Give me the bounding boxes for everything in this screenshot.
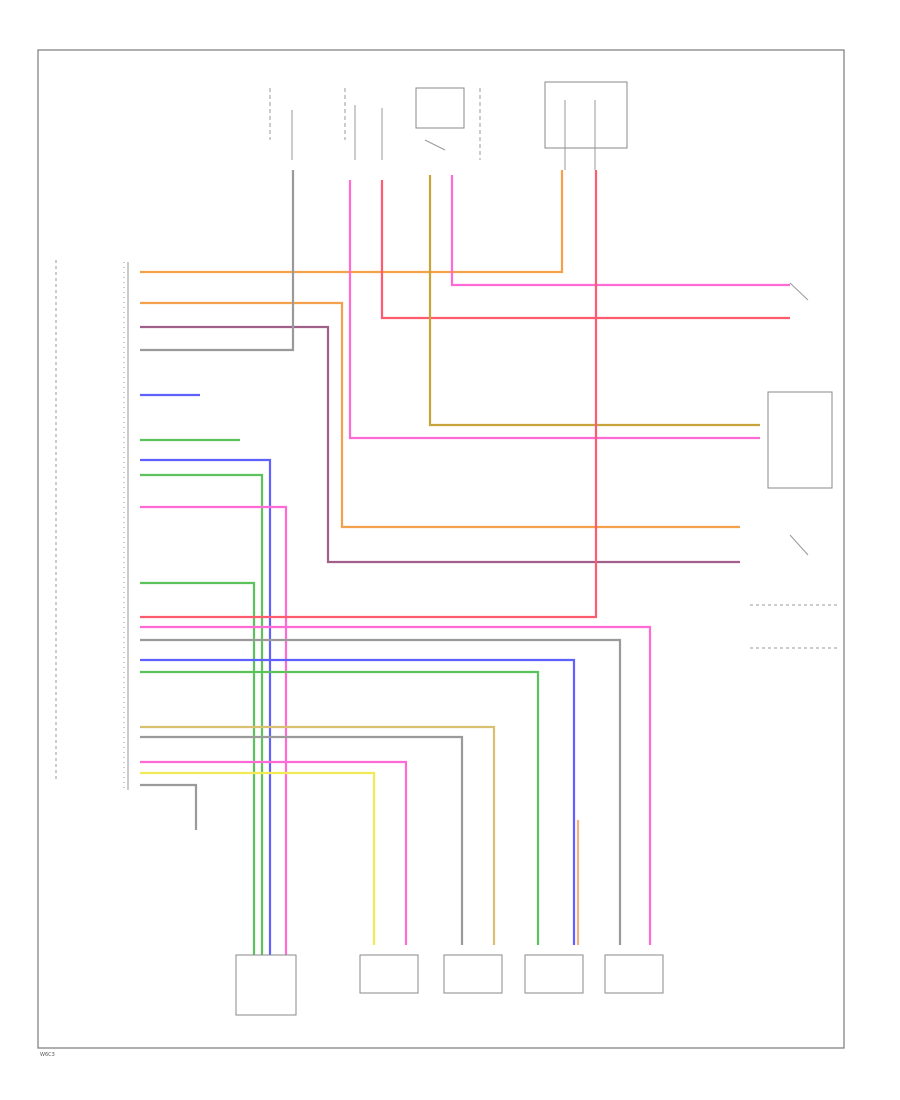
right-module-box bbox=[767, 391, 833, 489]
sensor-box-1 bbox=[359, 954, 419, 994]
bottom-sensors bbox=[235, 954, 664, 1016]
diagram-frame bbox=[37, 49, 845, 1049]
fuse-box-right bbox=[544, 81, 628, 149]
diagram-footer-code: W6C3 bbox=[40, 1052, 55, 1058]
center-sensor-box bbox=[235, 954, 297, 1016]
wires bbox=[140, 170, 790, 960]
left-module-connector bbox=[55, 260, 129, 790]
sensor-box-3 bbox=[524, 954, 584, 994]
right-components bbox=[750, 282, 838, 649]
fuse-box-group bbox=[269, 81, 628, 170]
sensor-box-2 bbox=[443, 954, 503, 994]
relay-box bbox=[415, 87, 465, 129]
sensor-box-4 bbox=[604, 954, 664, 994]
